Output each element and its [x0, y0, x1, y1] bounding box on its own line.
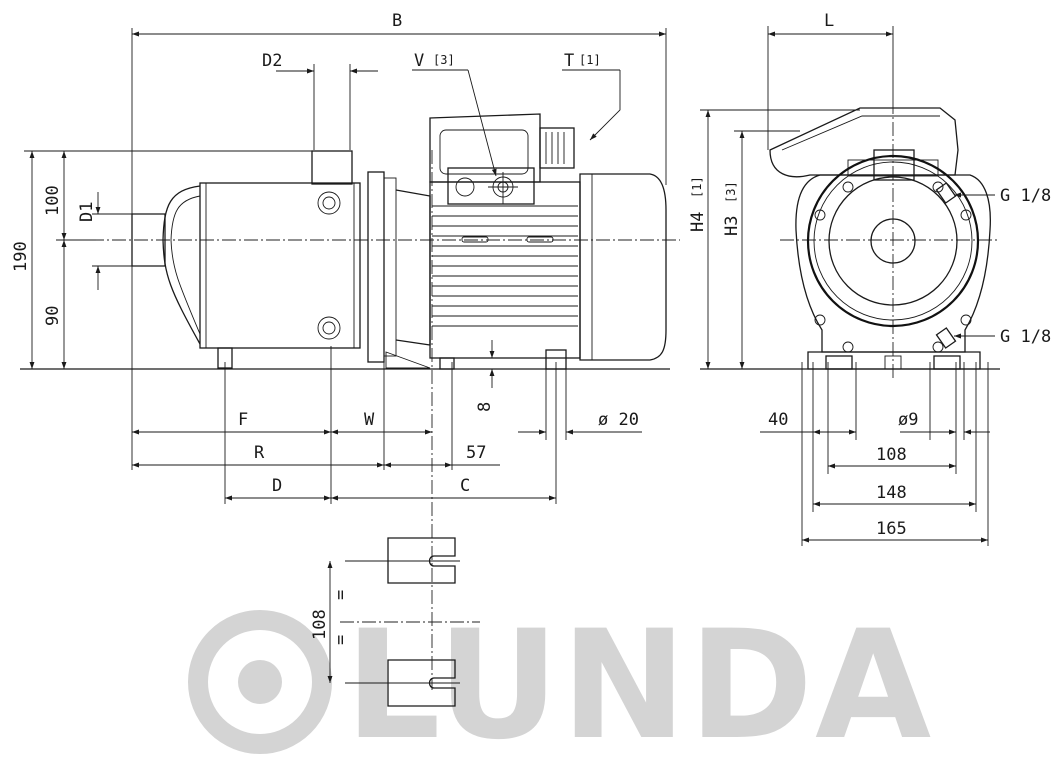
- dim-B-label: B: [392, 11, 402, 31]
- flange: [367, 171, 385, 363]
- leader-V: [467, 69, 497, 177]
- label-V-sup: [3]: [433, 53, 455, 67]
- dim-100-label: 100: [43, 185, 63, 216]
- foot-slot-detail: 108 = =: [310, 537, 480, 707]
- dim-H4-sup: [1]: [690, 176, 704, 198]
- dim-H3-sup: [3]: [724, 181, 738, 203]
- dim-L-label: L: [824, 11, 834, 31]
- eq-mark-bottom: =: [331, 635, 351, 645]
- side-dimensions: B D2 V [3] T [1] 190 100 90 D1: [11, 11, 667, 504]
- dim-F-label: F: [238, 410, 248, 430]
- motor-body: [429, 181, 581, 359]
- front-inlet-port: [870, 218, 916, 264]
- watermark: LUNDA: [188, 599, 931, 767]
- dim-phi20-label: ø 20: [598, 410, 639, 430]
- foot-slot-top: [387, 537, 456, 584]
- terminal-box: [429, 113, 541, 183]
- motor-fan-cover: [579, 173, 667, 361]
- cable-gland: [539, 127, 575, 169]
- vent-valve: [455, 177, 475, 197]
- eq-mark-top: =: [331, 590, 351, 600]
- leader-T: [589, 70, 621, 141]
- front-view: [700, 100, 1000, 378]
- dim-H4-label: H4: [688, 212, 708, 232]
- drain-plug: [317, 316, 341, 340]
- motor-bracket: [395, 189, 431, 346]
- dim-phi9-label: ø9: [898, 410, 918, 430]
- side-view: [20, 113, 680, 690]
- dim-H3-label: H3: [722, 216, 742, 236]
- dim-C-label: C: [460, 476, 470, 496]
- label-G18-top: G 1/8: [1000, 186, 1051, 206]
- dim-W-label: W: [364, 410, 375, 430]
- motor-foot-front: [439, 357, 455, 370]
- dim-D2-label: D2: [262, 51, 282, 71]
- dim-108-foot-label: 108: [310, 609, 330, 640]
- watermark-logo-ring: [188, 610, 332, 754]
- foot-slot-bottom: [387, 659, 456, 707]
- front-dimensions: L H4 [1] H3 [3] G 1/8 G 1/8 40 ø9: [688, 11, 1051, 546]
- dim-R-label: R: [254, 443, 265, 463]
- motor-fins: [432, 205, 578, 327]
- outlet-nozzle: [311, 150, 353, 185]
- dim-D1-label: D1: [77, 202, 97, 222]
- dim-40-label: 40: [768, 410, 788, 430]
- front-volute-outer: [806, 154, 980, 328]
- label-G18-bottom: G 1/8: [1000, 327, 1051, 347]
- dim-165-label: 165: [876, 519, 907, 539]
- front-base: [807, 351, 981, 370]
- dim-148-label: 148: [876, 483, 907, 503]
- label-T: T: [564, 51, 574, 71]
- capacitor-box: [447, 167, 535, 205]
- dim-108-front-label: 108: [876, 445, 907, 465]
- pump-end-cap-inner: [170, 195, 201, 335]
- label-T-sup: [1]: [579, 53, 601, 67]
- priming-plug: [317, 191, 341, 215]
- dim-D-label: D: [272, 476, 282, 496]
- front-terminal-box: [769, 107, 959, 178]
- pump-body: [199, 182, 361, 349]
- dim-8-label: 8: [475, 402, 495, 412]
- dim-190-label: 190: [11, 241, 31, 272]
- dim-90-label: 90: [43, 306, 63, 326]
- pump-end-cap: [162, 185, 201, 345]
- watermark-logo-core: [238, 660, 282, 704]
- dim-57-label: 57: [466, 443, 486, 463]
- label-V: V: [414, 51, 424, 71]
